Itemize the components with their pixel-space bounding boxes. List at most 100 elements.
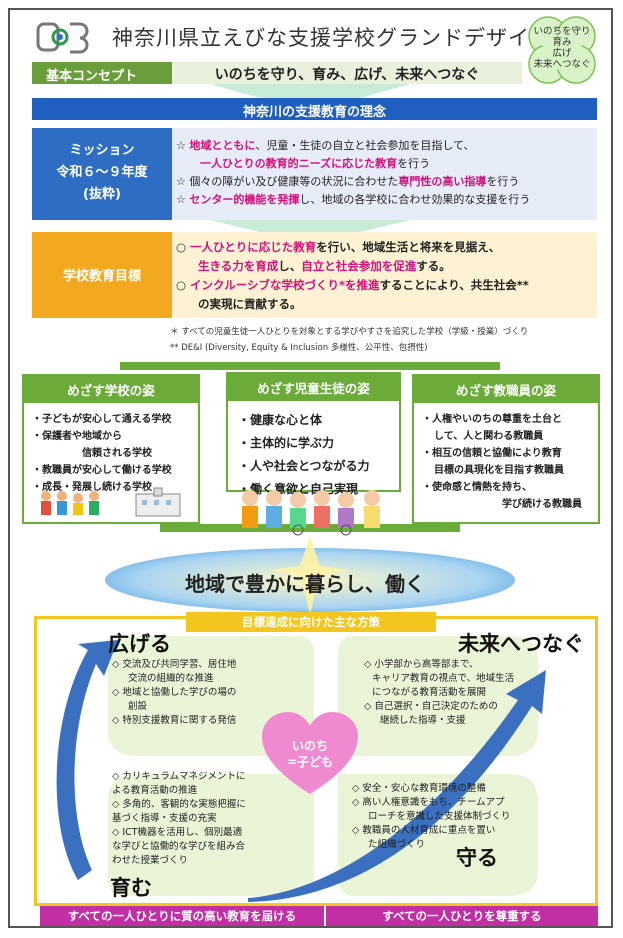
list-item: につながる教育活動を展開: [372, 687, 487, 698]
list-item: ・人や社会とつながる力: [238, 459, 370, 473]
footnote: ＊ すべての児童生徒一人ひとりを対象とする学びやすさを追究した学校（学級・授業）…: [170, 327, 529, 337]
clover-icon: [528, 16, 596, 84]
list-item: た組織づくり: [368, 839, 426, 850]
policy-clover-shape: [56, 636, 546, 902]
down-arrow-shape: [210, 84, 410, 98]
footnote: ** DE&I (Diversity, Equity & Inclusion 多…: [170, 343, 428, 353]
heart-line: いのち: [291, 739, 328, 753]
goal-text: する。: [416, 259, 451, 273]
goal-text: し、: [278, 259, 302, 273]
bottom-bar-right: すべての一人ひとりを尊重する: [326, 906, 598, 926]
heart-icon: [262, 712, 358, 794]
goal-line-2: 生きる力を育成し、自立と社会参加を促進する。: [176, 257, 597, 276]
concept-text: いのちを守り、育み、広げ、未来へつなぐ: [172, 62, 522, 84]
list-item: して、人と関わる教職員: [434, 431, 544, 442]
list-item: ◇ 小学部から高等部まで、: [364, 659, 479, 670]
mission-label-line: 令和６～９年度: [56, 165, 148, 180]
page-title: 神奈川県立えびな支援学校グランドデザイン: [112, 26, 552, 50]
goal-box: ○ 一人ひとりに応じた教育を行い、地域生活と将来を見据え、 生きる力を育成し、自…: [172, 232, 597, 318]
hirogeru-label: 広げる: [108, 632, 171, 656]
list-item: 基づく指導・支援の充実: [112, 813, 217, 824]
list-item: キャリア教育の視点で、地域生活: [372, 673, 515, 684]
list-item: ・使命感と情熱を持ち、: [422, 482, 532, 493]
goal-highlight: 自立と社会参加を促進: [301, 259, 417, 273]
list-item: ◇ 多角的、客観的な実態把握に: [112, 799, 246, 810]
school-logo: [36, 22, 89, 54]
list-item: ・教職員が安心して働ける学校: [32, 465, 172, 476]
list-item: わせた授業づくり: [112, 855, 189, 866]
list-item: ◇ 自己選択・自己決定のための: [364, 701, 498, 712]
list-item: ◇ 高い人権意識をもち、チームアプ: [352, 797, 505, 808]
connector-bar: [160, 524, 460, 532]
down-arrow-shape: [210, 220, 410, 232]
list-item: ・子どもが安心して通える学校: [32, 414, 172, 425]
mission-text: 個々の障がい及び健康等の状況に合わせた: [189, 175, 399, 188]
list-item: 継続した指導・支援: [380, 715, 466, 726]
school-list: ・子どもが安心して通える学校 ・保護者や地域から 信頼される学校 ・教職員が安心…: [24, 403, 198, 496]
list-item: ・働く意欲と自己実現: [238, 482, 359, 496]
list-item: ・成長・発展し続ける学校: [32, 482, 152, 493]
list-item: 交流の組織的な推進: [128, 673, 214, 684]
hagukumu-list: ◇ カリキュラムマネジメントに よる教育活動の推進 ◇ 多角的、客観的な実態把握…: [112, 770, 272, 868]
mission-box: ☆ 地域とともに、児童・生徒の自立と社会参加を目指して、 一人ひとりの教育的ニー…: [172, 128, 597, 220]
list-item: ◇ 特別支援教育に関する発信: [112, 715, 237, 726]
connector-bar: [120, 362, 500, 370]
list-item: な学びと協働的な学びを組み合: [112, 841, 246, 852]
list-item: よる教育活動の推進: [112, 785, 198, 796]
list-item: ・健康な心と体: [238, 413, 323, 427]
list-item: ◇ カリキュラムマネジメントに: [112, 771, 246, 782]
mission-highlight: 一人ひとりの教育的ニーズに応じた教育: [200, 157, 398, 170]
clover-line: 育み: [552, 37, 572, 48]
hirogeru-list: ◇ 交流及び共同学習、居住地 交流の組織的な推進 ◇ 地域と協働した学びの場の …: [112, 658, 262, 728]
mission-label-line: (抜粋): [83, 187, 121, 202]
goal-line-4: の実現に貢献する。: [198, 297, 302, 311]
list-item: ◇ 交流及び共同学習、居住地: [112, 659, 237, 670]
list-item: ・人権やいのちの尊重を土台と: [422, 414, 562, 425]
mission-item-1: ☆ 地域とともに、児童・生徒の自立と社会参加を目指して、: [176, 139, 475, 152]
mission-text: し、地域の各学校に合わせ効果的な支援を行う: [299, 193, 531, 206]
vision-ellipse: [105, 536, 515, 614]
mission-highlight: 専門性の高い指導: [398, 175, 487, 188]
heart-line: =子ども: [286, 755, 334, 769]
mission-item-1b: 一人ひとりの教育的ニーズに応じた教育を行う: [176, 155, 597, 173]
list-item: ・主体的に学ぶ力: [238, 436, 335, 450]
mirai-list: ◇ 小学部から高等部まで、 キャリア教育の視点で、地域生活 につながる教育活動を…: [364, 658, 539, 728]
mission-item-2: ☆ 個々の障がい及び健康等の状況に合わせた専門性の高い指導を行う: [176, 175, 520, 188]
goal-highlight: 生きる力を育成: [198, 259, 279, 273]
mission-text: を行う: [486, 175, 520, 188]
policy-title: 目標達成に向けた主な方策: [186, 612, 436, 632]
clover-text: いのちを守り 育み 広げ 未来へつなぐ: [520, 26, 604, 70]
children-illustration: [242, 490, 380, 536]
mission-highlight: センター的機能を発揮: [189, 193, 300, 206]
list-item: 信頼される学校: [82, 448, 152, 459]
student-box: めざす児童生徒の姿 ・健康な心と体 ・主体的に学ぶ力 ・人や社会とつながる力 ・…: [226, 372, 401, 496]
school-box: めざす学校の姿 ・子どもが安心して通える学校 ・保護者や地域から 信頼される学校…: [22, 374, 200, 524]
list-item: ◇ 安全・安心な教育環境の整備: [352, 783, 486, 794]
clover-line: 未来へつなぐ: [533, 59, 591, 70]
list-item: ◇ 教職員の人材育成に重点を置い: [352, 825, 496, 836]
goal-highlight: インクルーシブな学校づくり*を推進: [190, 278, 380, 292]
footnotes: ＊ すべての児童生徒一人ひとりを対象とする学びやすさを追究した学校（学級・授業）…: [170, 324, 528, 356]
goal-text: を行い、地域生活と将来を見据え、: [316, 240, 501, 254]
school-people-illustration: [41, 487, 181, 517]
concept-label: 基本コンセプト: [32, 62, 172, 84]
mirai-label: 未来へつなぐ: [458, 632, 584, 656]
goal-line-1: ○ 一人ひとりに応じた教育を行い、地域生活と将来を見据え、: [176, 240, 501, 254]
list-item: 目標の具現化を目指す教職員: [434, 465, 564, 476]
page-frame: [8, 8, 613, 928]
bottom-bar-left: すべての一人ひとりに質の高い教育を届ける: [40, 906, 324, 926]
philosophy-bar: 神奈川の支援教育の理念: [32, 98, 597, 120]
list-item: ・保護者や地域から: [32, 431, 122, 442]
goal-line-3: ○ インクルーシブな学校づくり*を推進することにより、共生社会**: [176, 278, 529, 292]
mamoru-label: 守る: [456, 846, 498, 870]
staff-title: めざす教職員の姿: [414, 376, 598, 403]
mission-item-3: ☆ センター的機能を発揮し、地域の各学校に合わせ効果的な支援を行う: [176, 193, 531, 206]
mission-label: ミッション 令和６～９年度 (抜粋): [32, 128, 172, 220]
mission-label-line: ミッション: [69, 143, 135, 158]
list-item: ローチを意識した支援体制づくり: [368, 811, 511, 822]
list-item: ◇ 地域と協働した学びの場の: [112, 687, 237, 698]
clover-line: 広げ: [552, 48, 572, 59]
vision-text: 地域で豊かに暮らし、働く: [185, 572, 425, 596]
goal-label: 学校教育目標: [32, 232, 172, 318]
student-title: めざす児童生徒の姿: [228, 374, 399, 401]
